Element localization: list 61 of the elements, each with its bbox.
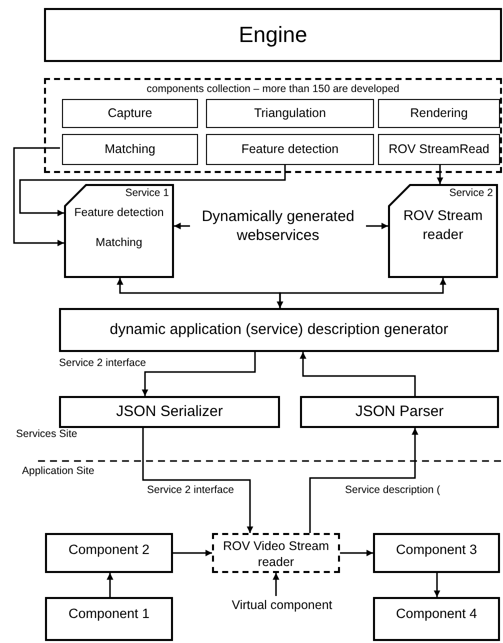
connector-arrow <box>13 147 64 246</box>
service-box <box>64 184 174 278</box>
node-text: Virtual component <box>232 596 332 614</box>
node-text: Triangulation <box>254 105 326 122</box>
connector-arrow <box>173 550 212 556</box>
component-box <box>373 597 500 641</box>
service-text: Feature detection <box>73 206 165 221</box>
connector-arrow <box>142 428 254 533</box>
connector-arrow <box>19 163 286 216</box>
component-box <box>206 134 374 165</box>
connector-arrow <box>309 428 418 533</box>
edge-label: Service description ( <box>344 484 442 496</box>
service-text: Matching <box>94 236 144 251</box>
process-box <box>59 396 280 428</box>
connector-arrow <box>340 550 373 556</box>
connector-arrow <box>434 573 440 597</box>
group-heading: components collection – more than 150 are developed <box>146 83 400 97</box>
edge-label: Service 2 interface <box>58 357 147 369</box>
connector-arrow <box>366 222 388 230</box>
service-box <box>388 184 498 278</box>
virtual-component-box <box>212 533 340 573</box>
node-text: Component 4 <box>396 605 478 623</box>
component-box <box>62 99 198 128</box>
service-tag: Service 2 <box>449 187 493 201</box>
node-text: Matching <box>104 141 156 158</box>
engine-box <box>44 8 502 62</box>
component-box <box>62 134 198 165</box>
node-text: Capture <box>108 105 152 122</box>
connector-arrow <box>272 573 280 596</box>
service-tag: Service 1 <box>125 187 169 201</box>
connector-arrow <box>436 163 444 184</box>
component-box <box>45 597 173 641</box>
component-box <box>373 533 500 573</box>
node-text: Feature detection <box>241 141 339 158</box>
connector-arrow <box>300 352 416 396</box>
node-text: Component 2 <box>68 541 150 559</box>
component-box <box>378 134 500 165</box>
connector-arrow <box>142 352 256 396</box>
node-text: Engine <box>238 20 308 49</box>
node-text: JSON Parser <box>355 402 444 422</box>
node-text: dynamic application (service) description generator <box>110 320 448 340</box>
process-box <box>300 396 499 428</box>
node-text: Dynamically generated webservices <box>200 206 356 246</box>
node-text: JSON Serializer <box>116 402 223 422</box>
site-label: Services Site <box>16 428 78 440</box>
component-box <box>45 533 173 573</box>
connector-arrow <box>106 573 114 597</box>
site-label: Application Site <box>22 465 94 477</box>
edge-label: Service 2 interface <box>146 484 235 496</box>
connector-arrow <box>174 222 190 230</box>
node-text: Rendering <box>410 105 468 122</box>
node-text: Component 1 <box>68 605 150 623</box>
connector-arrow <box>276 278 446 308</box>
component-box <box>378 99 500 128</box>
node-text: ROV Video Stream reader <box>222 538 330 570</box>
node-text: Component 3 <box>396 541 478 559</box>
component-box <box>206 99 374 128</box>
service-text: ROV Stream reader <box>402 206 484 244</box>
process-box <box>59 308 499 352</box>
node-text: ROV StreamRead <box>388 141 490 158</box>
component-collection-area <box>44 78 502 173</box>
